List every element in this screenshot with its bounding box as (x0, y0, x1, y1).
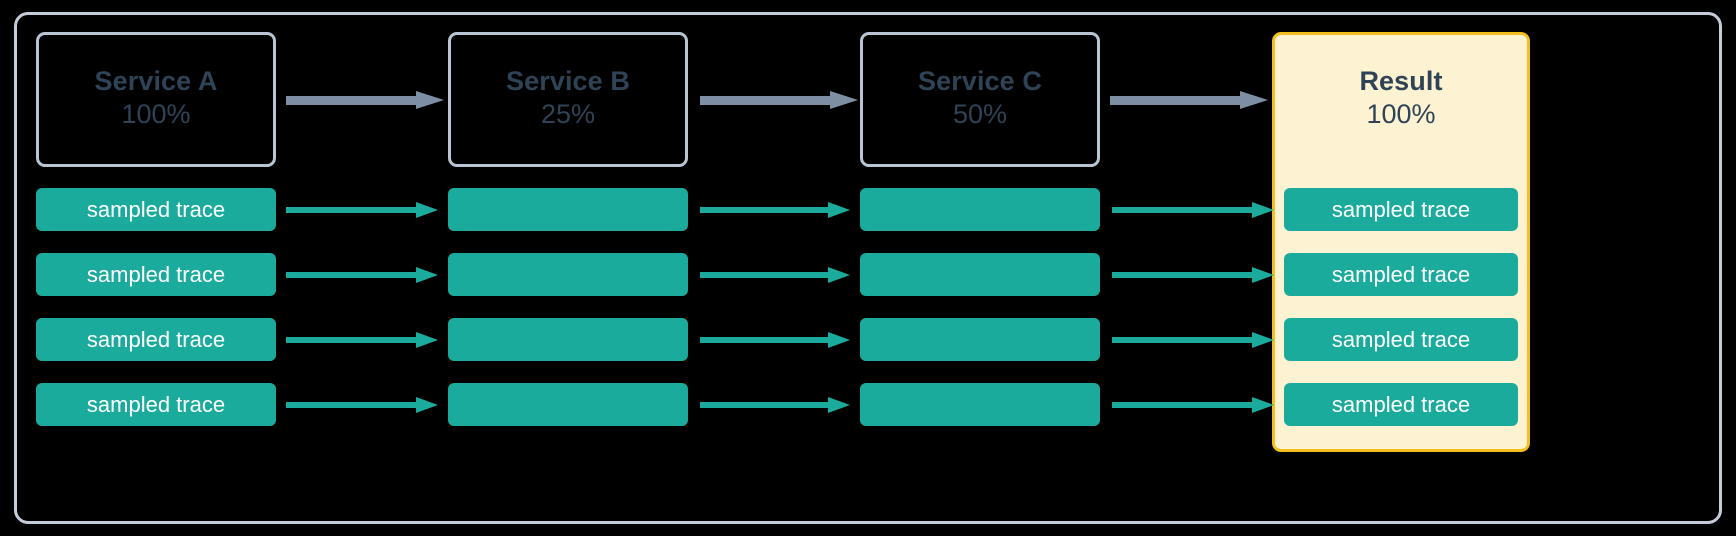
trace-bar-row2-col1[interactable]: sampled trace (36, 253, 276, 296)
arrow-service-b-to-service-c (700, 91, 858, 109)
arrow-head-icon (828, 397, 850, 413)
trace-arrow-row4-seg1 (286, 397, 438, 413)
trace-arrow-row4-seg3 (1112, 397, 1274, 413)
trace-bar-row3-col3[interactable] (860, 318, 1100, 361)
trace-bar-row4-col1[interactable]: sampled trace (36, 383, 276, 426)
trace-arrow-row2-seg2 (700, 267, 850, 283)
trace-arrow-row4-seg2 (700, 397, 850, 413)
arrow-shaft (700, 96, 830, 105)
trace-bar-row4-col4[interactable]: sampled trace (1284, 383, 1518, 426)
arrow-shaft (286, 96, 416, 105)
result-highlight-panel (1272, 32, 1530, 452)
trace-bar-row2-col2[interactable] (448, 253, 688, 296)
arrow-shaft (286, 207, 416, 213)
arrow-shaft (1112, 402, 1252, 408)
service-box-service-b[interactable]: Service B 25% (448, 32, 688, 167)
arrow-shaft (1112, 207, 1252, 213)
arrow-shaft (1112, 272, 1252, 278)
arrow-head-icon (828, 267, 850, 283)
arrow-head-icon (416, 202, 438, 218)
diagram-outer-frame (14, 12, 1722, 524)
arrow-shaft (286, 272, 416, 278)
arrow-head-icon (828, 332, 850, 348)
service-a-name: Service A (94, 66, 218, 97)
service-c-name: Service C (918, 66, 1042, 97)
arrow-head-icon (416, 397, 438, 413)
trace-arrow-row3-seg3 (1112, 332, 1274, 348)
trace-arrow-row3-seg2 (700, 332, 850, 348)
service-a-percent: 100% (121, 99, 191, 130)
arrow-head-icon (1252, 397, 1274, 413)
trace-arrow-row1-seg2 (700, 202, 850, 218)
arrow-head-icon (828, 202, 850, 218)
arrow-shaft (700, 207, 828, 213)
arrow-shaft (1112, 337, 1252, 343)
service-box-service-c[interactable]: Service C 50% (860, 32, 1100, 167)
trace-bar-row3-col2[interactable] (448, 318, 688, 361)
service-c-percent: 50% (952, 99, 1008, 130)
arrow-head-icon (1252, 267, 1274, 283)
arrow-shaft (286, 402, 416, 408)
arrow-service-a-to-service-b (286, 91, 444, 109)
service-b-percent: 25% (540, 99, 596, 130)
arrow-shaft (700, 337, 828, 343)
arrow-shaft (286, 337, 416, 343)
trace-arrow-row2-seg3 (1112, 267, 1274, 283)
arrow-shaft (700, 272, 828, 278)
trace-bar-row4-col3[interactable] (860, 383, 1100, 426)
trace-bar-row2-col4[interactable]: sampled trace (1284, 253, 1518, 296)
trace-bar-row4-col2[interactable] (448, 383, 688, 426)
arrow-head-icon (416, 267, 438, 283)
trace-bar-row1-col2[interactable] (448, 188, 688, 231)
arrow-service-c-to-result (1110, 91, 1268, 109)
trace-bar-row3-col1[interactable]: sampled trace (36, 318, 276, 361)
trace-bar-row2-col3[interactable] (860, 253, 1100, 296)
trace-bar-row3-col4[interactable]: sampled trace (1284, 318, 1518, 361)
arrow-head-icon (830, 91, 858, 109)
trace-bar-row1-col3[interactable] (860, 188, 1100, 231)
trace-arrow-row1-seg3 (1112, 202, 1274, 218)
arrow-shaft (1110, 96, 1240, 105)
trace-arrow-row2-seg1 (286, 267, 438, 283)
arrow-head-icon (416, 91, 444, 109)
trace-bar-row1-col1[interactable]: sampled trace (36, 188, 276, 231)
service-box-service-a[interactable]: Service A 100% (36, 32, 276, 167)
arrow-shaft (700, 402, 828, 408)
arrow-head-icon (1240, 91, 1268, 109)
arrow-head-icon (416, 332, 438, 348)
service-b-name: Service B (506, 66, 630, 97)
trace-arrow-row1-seg1 (286, 202, 438, 218)
arrow-head-icon (1252, 332, 1274, 348)
trace-bar-row1-col4[interactable]: sampled trace (1284, 188, 1518, 231)
trace-arrow-row3-seg1 (286, 332, 438, 348)
arrow-head-icon (1252, 202, 1274, 218)
